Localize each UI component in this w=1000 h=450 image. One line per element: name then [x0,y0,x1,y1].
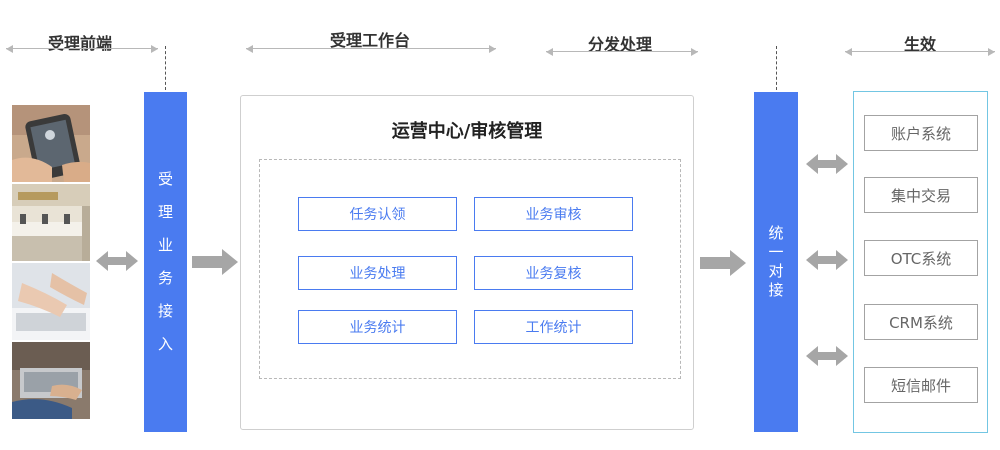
phone-photo [12,105,90,182]
keyboard-typing-photo [12,263,90,340]
divider-tick-right [776,46,777,90]
double-arrow-icon [806,154,848,174]
double-arrow-icon [806,250,848,270]
right-arrow-icon [192,249,238,275]
access-bar-char: 受 [157,170,173,188]
bank-counter-photo [12,184,90,261]
header-effect: 生效 [903,35,936,54]
laptop-photo [12,342,90,419]
header-workbench: 受理工作台 [329,31,410,50]
unified-connector-bar: 统 一 对 接 [754,92,798,432]
access-bar-char: 接 [157,302,173,320]
system-sms-email[interactable]: 短信邮件 [864,367,978,403]
right-arrow-icon [700,250,746,276]
module-work-statistics[interactable]: 工作统计 [474,310,633,344]
header-dispatch: 分发处理 [587,35,652,54]
range-arrow-dispatch [546,47,698,57]
connector-bar-char: 统 [768,224,784,242]
range-arrow-effect [845,47,995,57]
module-business-review[interactable]: 业务审核 [474,197,633,231]
operations-center-title: 运营中心/审核管理 [391,121,543,142]
range-arrow-frontend [6,44,158,54]
module-task-claim[interactable]: 任务认领 [298,197,457,231]
module-business-processing[interactable]: 业务处理 [298,256,457,290]
system-otc[interactable]: OTC系统 [864,240,978,276]
modules-container [259,159,681,379]
access-bar-char: 业 [157,236,173,254]
module-business-statistics[interactable]: 业务统计 [298,310,457,344]
access-bar-char: 务 [157,269,173,287]
connector-bar-char: 一 [768,243,784,261]
module-business-recheck[interactable]: 业务复核 [474,256,633,290]
system-centralized-trading[interactable]: 集中交易 [864,177,978,213]
access-bar-char: 入 [157,335,173,353]
double-arrow-icon [806,346,848,366]
system-crm[interactable]: CRM系统 [864,304,978,340]
divider-tick-left [165,46,166,90]
system-account[interactable]: 账户系统 [864,115,978,151]
range-arrow-workbench [246,44,496,54]
connector-bar-char: 对 [768,262,784,280]
access-bar-char: 理 [157,203,173,221]
double-arrow-icon [96,251,138,271]
business-access-bar: 受 理 业 务 接 入 [144,92,187,432]
connector-bar-char: 接 [768,281,784,299]
